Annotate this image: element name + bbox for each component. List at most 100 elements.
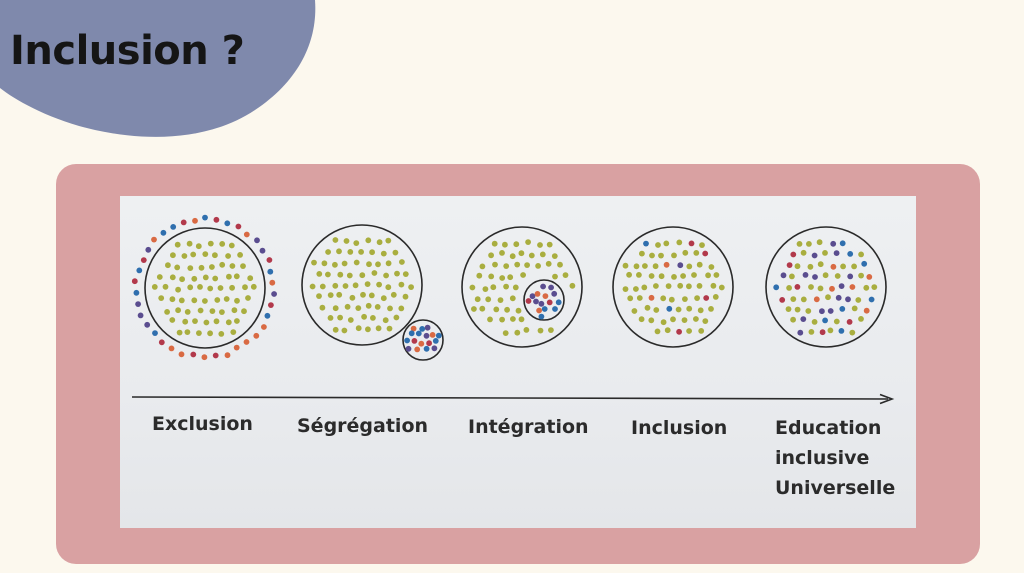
majority-dot [376, 281, 382, 288]
majority-dot [545, 260, 552, 267]
majority-dot [503, 283, 509, 290]
majority-dot [225, 253, 232, 259]
minority-dot [822, 317, 828, 324]
majority-dot [311, 259, 317, 266]
majority-dot [386, 325, 393, 332]
majority-dot [675, 306, 682, 313]
majority-dot [858, 251, 864, 258]
segregated-circle [402, 319, 444, 361]
stage-label-line: Universelle [775, 477, 895, 499]
majority-dot [622, 286, 629, 292]
majority-dot [713, 272, 720, 278]
majority-dot [851, 305, 858, 312]
majority-dot [355, 305, 362, 311]
majority-dot [537, 242, 543, 248]
majority-dot [663, 240, 670, 247]
majority-dot [539, 251, 546, 258]
minority-dot [800, 316, 807, 322]
minority-dot [534, 291, 541, 297]
majority-dot [247, 275, 254, 282]
majority-dot [658, 273, 665, 280]
majority-dot [686, 263, 693, 270]
minority-dot [533, 298, 539, 305]
excluded-dot [243, 231, 250, 238]
majority-dot [341, 260, 348, 267]
excluded-dot [192, 217, 198, 224]
majority-dot [325, 271, 331, 278]
minority-dot [419, 326, 426, 332]
minority-dot [827, 308, 834, 314]
majority-dot [665, 283, 672, 289]
excluded-dot [253, 332, 260, 339]
majority-dot [670, 316, 676, 323]
minority-dot [648, 294, 655, 301]
majority-dot [697, 307, 704, 314]
majority-dot [513, 241, 520, 248]
minority-dot [847, 251, 854, 257]
stage-label-inclusion: Inclusion [631, 417, 727, 439]
minority-dot [839, 240, 846, 247]
majority-dot [668, 296, 675, 303]
majority-dot [332, 261, 338, 268]
majority-dot [653, 283, 659, 289]
majority-dot [696, 283, 703, 289]
majority-dot [237, 252, 244, 258]
majority-dot [680, 273, 686, 279]
majority-dot [520, 272, 526, 278]
majority-dot [158, 295, 165, 301]
minority-dot [552, 306, 558, 312]
majority-dot [642, 263, 648, 269]
majority-dot [332, 237, 339, 243]
majority-dot [794, 263, 801, 270]
majority-dot [245, 295, 251, 301]
majority-dot [353, 240, 360, 247]
majority-dot [655, 242, 661, 248]
majority-dot [840, 263, 846, 270]
majority-dot [817, 261, 824, 268]
majority-dot [202, 298, 208, 304]
stage-inclusion [612, 226, 734, 348]
majority-dot [219, 241, 226, 247]
majority-dot [169, 317, 176, 323]
majority-dot [380, 250, 387, 257]
minority-dot [555, 299, 562, 306]
majority-dot [800, 296, 807, 303]
minority-dot [541, 306, 548, 312]
minority-dot [677, 262, 684, 269]
majority-dot [398, 281, 405, 288]
majority-dot [191, 297, 198, 304]
majority-dot [648, 317, 655, 324]
minority-dot [779, 297, 786, 303]
majority-dot [198, 264, 205, 271]
majority-dot [825, 294, 831, 301]
majority-dot [702, 318, 709, 324]
minority-dot [435, 332, 442, 339]
minority-dot [838, 328, 845, 334]
majority-dot [217, 285, 224, 291]
majority-dot [686, 283, 692, 290]
majority-dot [203, 319, 210, 326]
majority-dot [677, 282, 684, 289]
majority-dot [639, 250, 645, 257]
majority-dot [212, 275, 219, 282]
majority-dot [476, 272, 483, 279]
excluded-dot [269, 279, 276, 286]
minority-dot [786, 262, 793, 268]
minority-dot [423, 345, 430, 352]
majority-dot [694, 295, 700, 301]
excluded-dot [254, 237, 260, 244]
majority-dot [664, 327, 671, 334]
majority-dot [525, 239, 531, 246]
majority-dot [631, 308, 638, 314]
majority-dot [352, 282, 359, 289]
majority-dot [332, 282, 339, 289]
majority-dot [551, 253, 558, 259]
minority-dot [548, 284, 554, 291]
majority-dot [808, 329, 815, 335]
majority-dot [369, 249, 375, 256]
excluded-dot [178, 351, 185, 358]
excluded-dot [264, 312, 271, 319]
minority-dot [426, 340, 432, 347]
majority-dot [375, 325, 382, 332]
